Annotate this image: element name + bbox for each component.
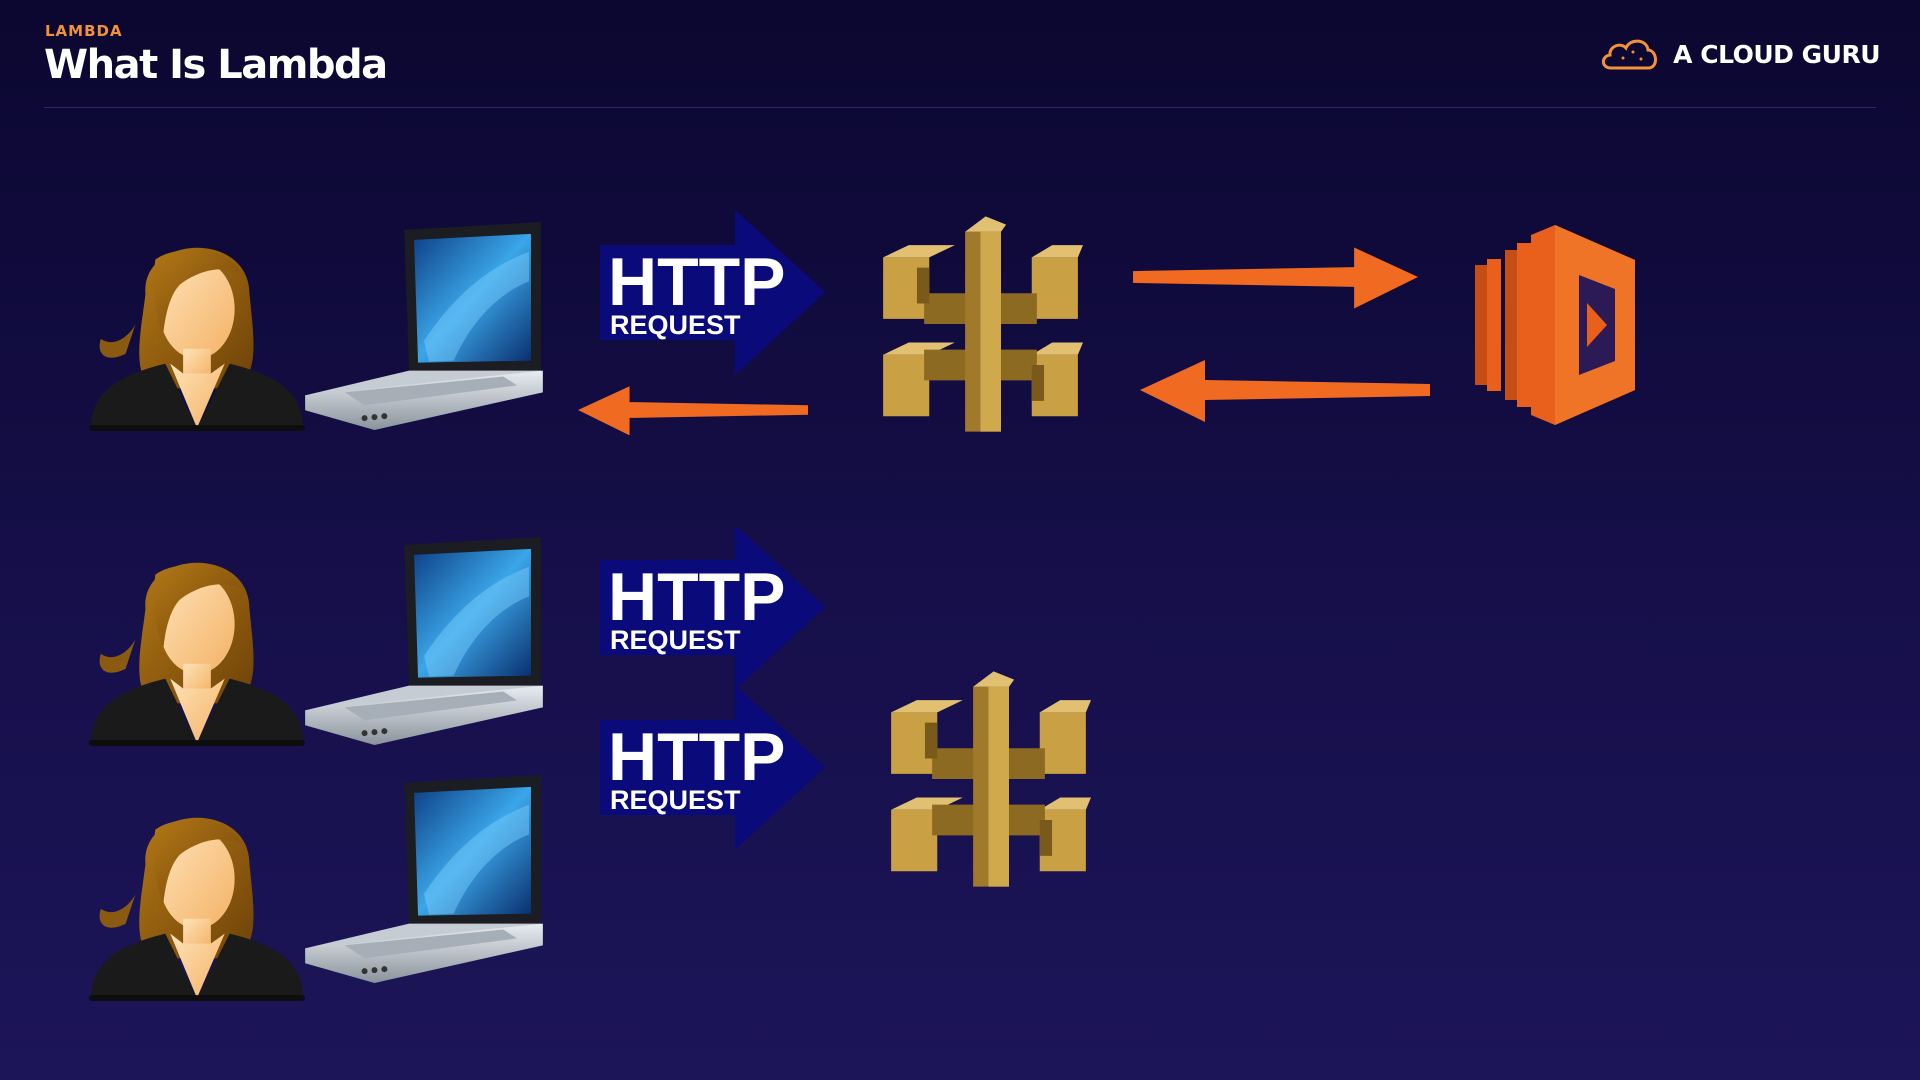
section-label: LAMBDA — [45, 22, 123, 40]
http-request-arrow: HTTP REQUEST — [600, 210, 830, 375]
http-request-arrow: HTTP REQUEST — [600, 685, 830, 850]
cloud-icon — [1599, 36, 1661, 72]
user-icon — [85, 530, 305, 748]
laptop-icon — [300, 537, 548, 745]
brand-logo: A CLOUD GURU — [1599, 34, 1880, 74]
page-title: What Is Lambda — [44, 42, 388, 88]
laptop-icon — [300, 775, 548, 983]
http-label: HTTP — [608, 719, 786, 795]
orange-arrow-left — [1140, 350, 1430, 430]
orange-arrow-right — [1133, 237, 1418, 317]
user-icon — [85, 215, 305, 433]
user-icon — [85, 785, 305, 1003]
http-label: HTTP — [608, 244, 786, 320]
laptop-icon — [300, 222, 548, 430]
http-request-arrow: HTTP REQUEST — [600, 525, 830, 690]
brand-name: A CLOUD GURU — [1673, 39, 1880, 69]
api-gateway-icon — [878, 200, 1083, 448]
http-label: HTTP — [608, 559, 786, 635]
api-gateway-icon — [886, 655, 1091, 903]
slide-header: LAMBDA What Is Lambda A CLOUD GURU — [0, 0, 1920, 110]
lambda-icon — [1475, 225, 1645, 425]
orange-arrow-left — [578, 370, 808, 450]
request-label: REQUEST — [610, 310, 741, 340]
header-divider — [44, 107, 1876, 108]
request-label: REQUEST — [610, 625, 741, 655]
request-label: REQUEST — [610, 785, 741, 815]
